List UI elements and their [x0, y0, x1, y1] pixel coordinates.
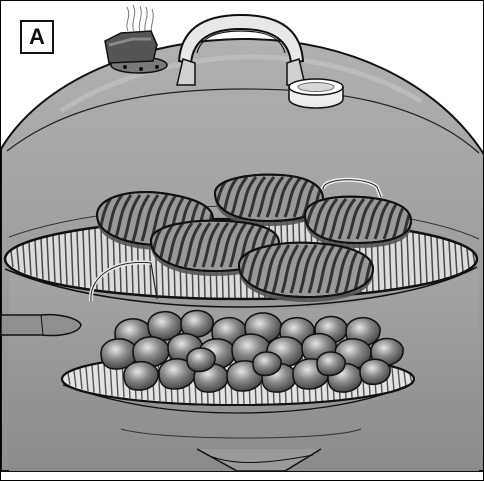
- panel-label: A: [20, 20, 54, 54]
- charcoal-briquettes: [101, 310, 403, 392]
- thermometer-icon: [289, 79, 343, 108]
- charcoal-briquette: [253, 352, 281, 375]
- charcoal-briquette: [317, 352, 345, 375]
- charcoal-briquette: [187, 348, 215, 371]
- bowl-side-handle[interactable]: [1, 315, 81, 336]
- smoke-wisps: [127, 5, 153, 34]
- charcoal-briquette: [124, 362, 158, 390]
- charcoal-briquette: [360, 359, 390, 384]
